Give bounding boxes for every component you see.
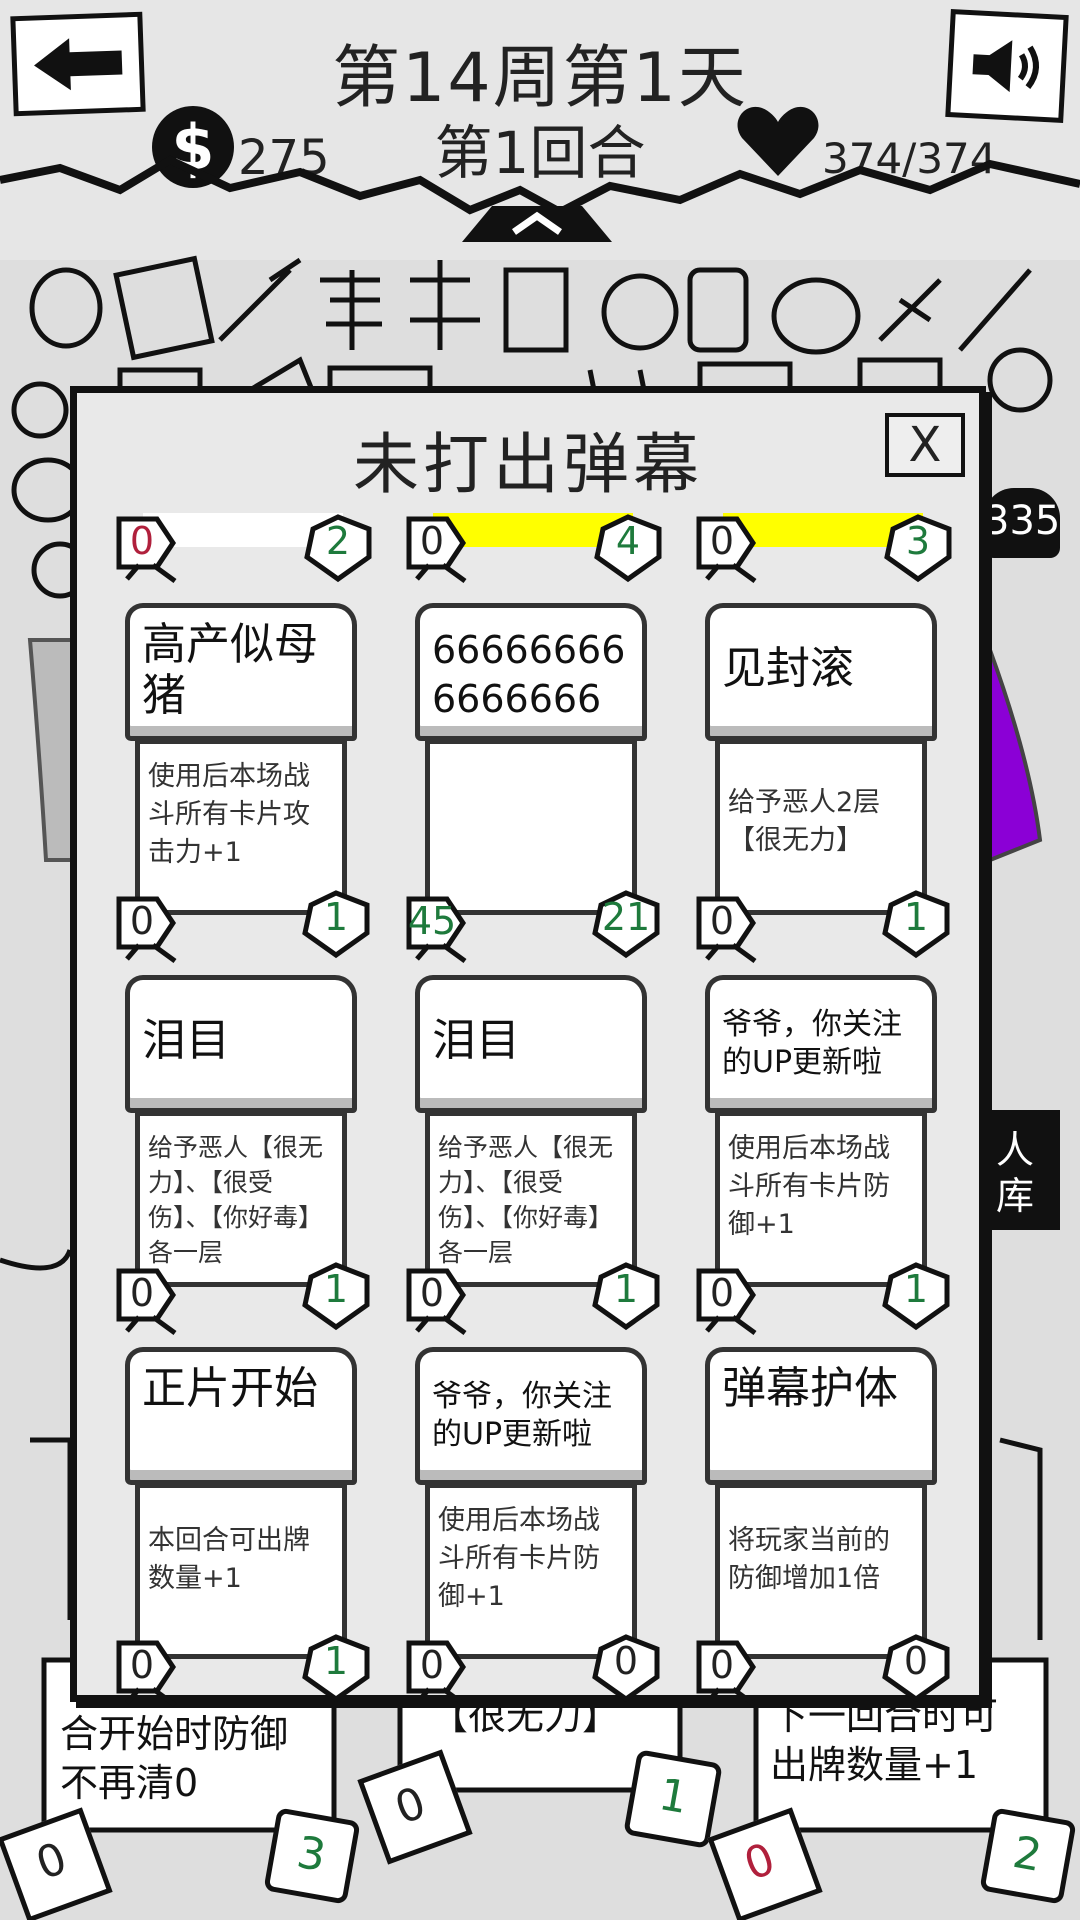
value-badge: 1 — [301, 1633, 371, 1703]
card-description: 给予恶人【很无力】、【很受伤】、【你好毒】各一层 — [135, 1111, 347, 1287]
cost-badge: 0 — [693, 893, 763, 963]
card-name: 正片开始 — [125, 1347, 357, 1485]
card-description — [425, 739, 637, 915]
card-description: 将玩家当前的防御增加1倍 — [715, 1483, 927, 1659]
round-title: 第1回合 — [434, 119, 646, 187]
card-name: 泪目 — [125, 975, 357, 1113]
enemy-hp-badge: 335 — [984, 488, 1060, 558]
card[interactable]: 泪目 给予恶人【很无力】、【很受伤】、【你好毒】各一层 0 1 — [403, 975, 661, 1335]
bg-card-right-text: 下一回合时可出牌数量+1 — [770, 1694, 999, 1788]
value-badge: 1 — [301, 1261, 371, 1331]
week-day-title: 第14周第1天 — [332, 39, 748, 118]
close-icon: X — [908, 417, 942, 473]
card-name: 爷爷，你关注的UP更新啦 — [705, 975, 937, 1113]
cost-badge: 0 — [113, 1265, 183, 1335]
unplayed-cards-modal: 未打出弹幕 X 0 2 0 4 0 3 — [70, 386, 986, 1707]
card-name: 666666666666666 — [415, 603, 647, 741]
value-badge: 1 — [301, 889, 371, 959]
partial-card-row: 0 2 0 4 0 3 — [113, 513, 973, 623]
card[interactable]: 见封滚 给予恶人2层【很无力】 0 1 — [693, 603, 951, 963]
top-bar: 第14周第1天 第1回合 $ 275 374/374 — [0, 0, 1080, 260]
cost-badge: 0 — [403, 513, 473, 583]
card-name: 高产似母猪 — [125, 603, 357, 741]
sound-button[interactable] — [945, 8, 1069, 124]
card-name: 见封滚 — [705, 603, 937, 741]
card-name: 泪目 — [415, 975, 647, 1113]
close-button[interactable]: X — [885, 413, 965, 477]
value-badge: 4 — [593, 513, 663, 583]
cost-badge: 0 — [693, 513, 763, 583]
bg-card-right-value-badge: 2 — [979, 1807, 1077, 1905]
value-badge: 2 — [303, 513, 373, 583]
back-arrow-icon — [34, 38, 123, 91]
value-badge: 1 — [881, 889, 951, 959]
back-button[interactable] — [10, 11, 146, 117]
card[interactable]: 666666666666666 45 21 — [403, 603, 661, 963]
cost-badge: 0 — [113, 1637, 183, 1707]
card[interactable]: 正片开始 本回合可出牌数量+1 0 1 — [113, 1347, 371, 1707]
card[interactable]: 爷爷，你关注的UP更新啦 使用后本场战斗所有卡片防御+1 0 0 — [403, 1347, 661, 1707]
card[interactable]: 爷爷，你关注的UP更新啦 使用后本场战斗所有卡片防御+1 0 1 — [693, 975, 951, 1335]
chevron-up-icon[interactable] — [462, 186, 612, 242]
card-name: 爷爷，你关注的UP更新啦 — [415, 1347, 647, 1485]
cost-badge: 0 — [403, 1265, 473, 1335]
card-description: 给予恶人【很无力】、【很受伤】、【你好毒】各一层 — [425, 1111, 637, 1287]
card-description: 使用后本场战斗所有卡片攻击力+1 — [135, 739, 347, 915]
cost-badge: 0 — [693, 1265, 763, 1335]
card-description: 使用后本场战斗所有卡片防御+1 — [715, 1111, 927, 1287]
card[interactable]: 泪目 给予恶人【很无力】、【很受伤】、【你好毒】各一层 0 1 — [113, 975, 371, 1335]
card-description: 给予恶人2层【很无力】 — [715, 739, 927, 915]
modal-title: 未打出弹幕 — [353, 426, 703, 503]
cost-badge: 0 — [113, 893, 183, 963]
cost-badge: 0 — [113, 513, 183, 583]
card[interactable]: 弹幕护体 将玩家当前的防御增加1倍 0 0 — [693, 1347, 951, 1707]
card-description: 使用后本场战斗所有卡片防御+1 — [425, 1483, 637, 1659]
value-badge: 1 — [881, 1261, 951, 1331]
value-badge: 0 — [881, 1633, 951, 1703]
card-name: 弹幕护体 — [705, 1347, 937, 1485]
heart-icon — [737, 106, 819, 176]
bg-card-left-text: 合开始时防御不再清0 — [60, 1712, 289, 1806]
bg-card-mid-value-badge: 1 — [623, 1749, 723, 1849]
cost-badge: 45 — [403, 893, 473, 963]
speaker-icon — [972, 40, 1039, 93]
card-description: 本回合可出牌数量+1 — [135, 1483, 347, 1659]
value-badge: 3 — [883, 513, 953, 583]
side-label: 人库 — [996, 1128, 1035, 1218]
header-torn-edge — [0, 155, 1080, 217]
value-badge: 0 — [591, 1633, 661, 1703]
card[interactable]: 高产似母猪 使用后本场战斗所有卡片攻击力+1 0 1 — [113, 603, 371, 963]
value-badge: 1 — [591, 1261, 661, 1331]
cost-badge: 0 — [693, 1637, 763, 1707]
value-badge: 21 — [591, 889, 661, 959]
cost-badge: 0 — [403, 1637, 473, 1707]
bg-card-left-value-badge: 3 — [263, 1807, 361, 1905]
